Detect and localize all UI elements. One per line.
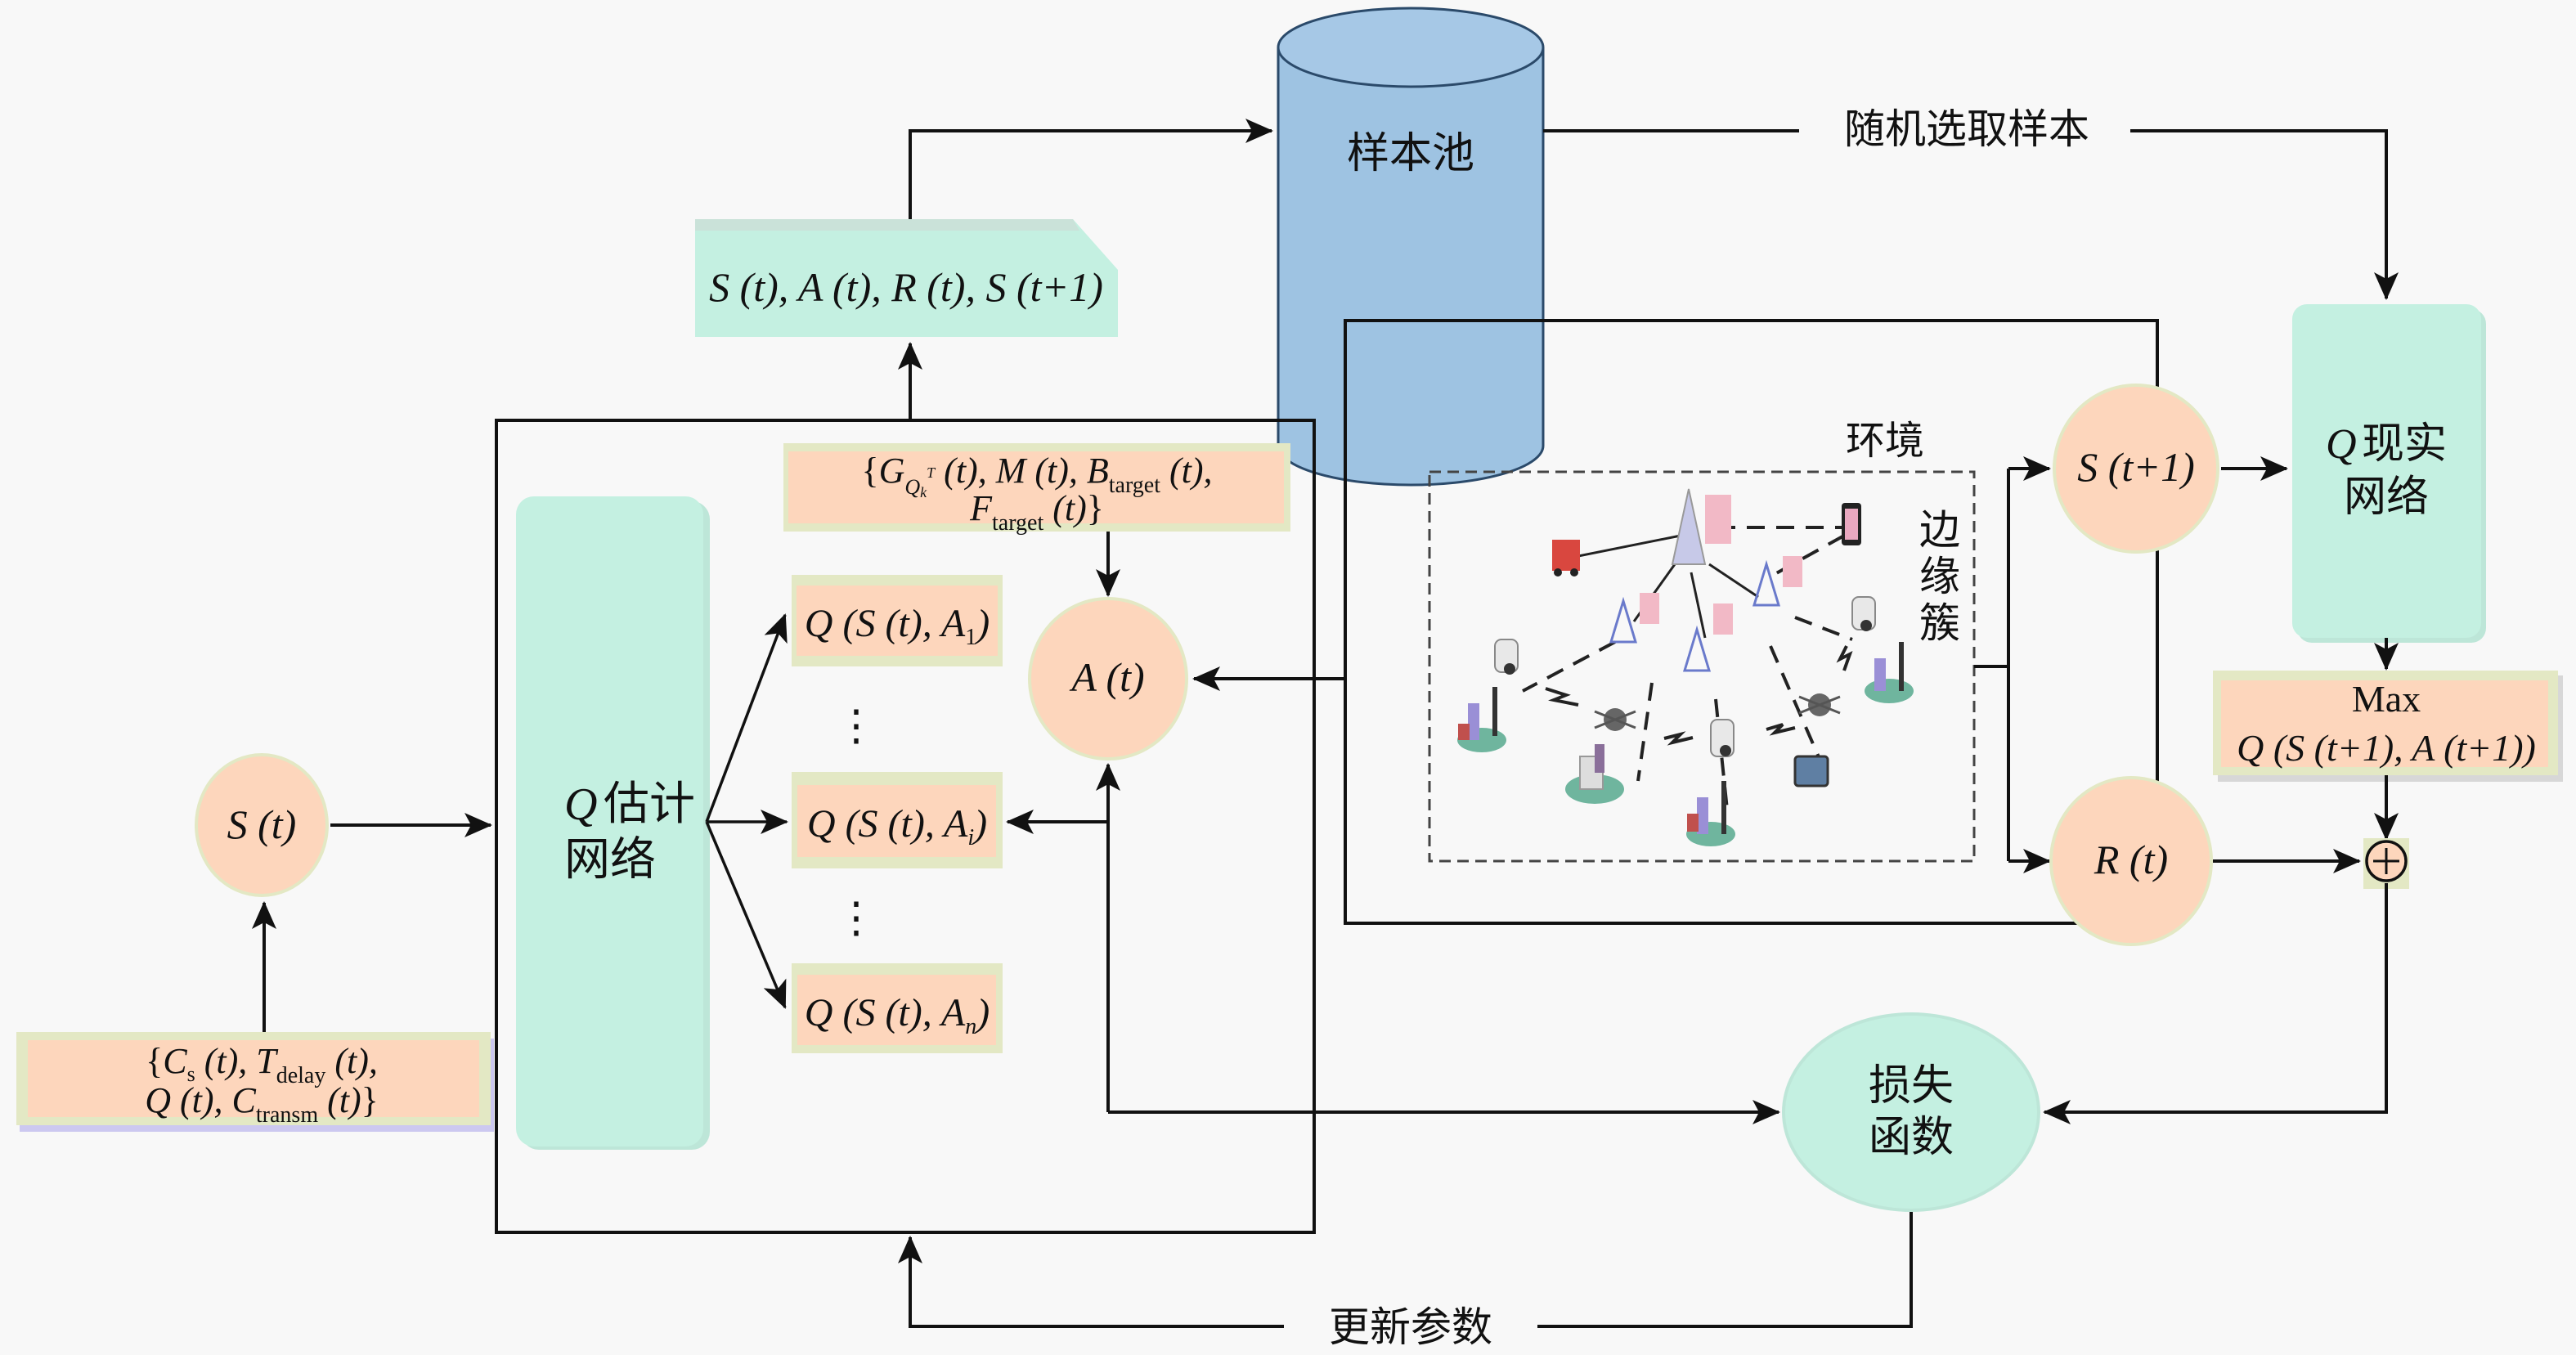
state-node: S (t) (195, 753, 329, 897)
max-q-box: Max Q (S (t+1), A (t+1)) (2213, 671, 2563, 782)
q-target-label-1: 现实 (2362, 420, 2447, 469)
arrow-transition-to-pool (909, 119, 1273, 222)
max-label: Max (2352, 678, 2421, 720)
drone-icon-1 (1594, 708, 1636, 731)
loss-function-node: 损失 函数 (1782, 1012, 2040, 1212)
arrow-qnet-to-qn (705, 821, 787, 1009)
next-state-label: S (t+1) (2077, 444, 2194, 490)
update-params-label: 更新参数 (1329, 1303, 1492, 1351)
next-state-node: S (t+1) (2053, 384, 2219, 554)
state-inputs-line1: {Cs (t), Tdelay (t), (146, 1041, 378, 1088)
ellipsis-1: ⋮ (835, 703, 877, 750)
arrow-sampling-to-q-target (2130, 129, 2399, 300)
q-target-label-2: 网络 (2344, 473, 2429, 522)
action-node: A (t) (1028, 597, 1188, 761)
camera-icon-3 (1710, 719, 1735, 757)
drone-icon-2 (1798, 693, 1841, 716)
reward-label: R (t) (2094, 837, 2168, 882)
wireless-link-icons (1545, 645, 1853, 746)
factory-icon-3 (1686, 781, 1735, 846)
camera-icon-1 (1494, 639, 1519, 675)
q-value-box-n: Q (S (t), An) (792, 963, 1003, 1053)
svg-text:Q (S (t), A1): Q (S (t), A1) (805, 602, 990, 650)
max-q-expression: Q (S (t+1), A (t+1)) (2237, 727, 2536, 769)
industrial-plant-icon (1565, 744, 1624, 804)
q-value-box-1: Q (S (t), A1) (792, 575, 1003, 666)
q-symbol: Q (564, 779, 597, 830)
svg-text:Q (S (t), Ai): Q (S (t), Ai) (807, 802, 987, 850)
environment-frame (1344, 319, 2159, 925)
base-station-icon-1 (1609, 593, 1659, 644)
q-estimate-label-1: 估计 (604, 778, 695, 831)
action-inputs-line2: Ftarget (t)} (969, 488, 1104, 536)
arrow-qnet-to-q1 (705, 613, 788, 823)
q-estimate-frame (495, 419, 1316, 1234)
ellipsis-2: ⋮ (835, 895, 877, 942)
transition-label: S (t), A (t), R (t), S (t+1) (709, 264, 1103, 310)
q-value-box-i: Q (S (t), Ai) (792, 772, 1003, 868)
loss-label-2: 函数 (1869, 1113, 1954, 1162)
action-label: A (t) (1069, 654, 1144, 700)
edge-cluster-label: 边缘簇 (1919, 506, 1960, 647)
fire-truck-icon (1552, 540, 1580, 577)
state-label: S (t) (227, 801, 297, 847)
action-inputs-box: {GQkT (t), M (t), Btarget (t), Ftarget (… (783, 443, 1290, 536)
transition-box: S (t), A (t), R (t), S (t+1) (695, 219, 1118, 337)
sum-operator (2363, 838, 2409, 889)
server-icon (1793, 755, 1829, 787)
action-inputs-line1: {GQkT (t), M (t), Btarget (t), (861, 451, 1212, 500)
factory-icon-1 (1457, 687, 1506, 752)
base-station-icon-2 (1682, 603, 1733, 672)
random-sampling-label: 随机选取样本 (1844, 105, 2089, 153)
factory-icon-2 (1865, 642, 1914, 703)
q-estimate-label-2: 网络 (564, 833, 656, 886)
environment-label: 环境 (1846, 418, 1924, 464)
state-inputs-line2: Q (t), Ctransm (t)} (145, 1080, 379, 1128)
camera-icon-2 (1851, 596, 1876, 631)
sample-pool-label: 样本池 (1347, 129, 1474, 178)
arrow-update-to-frame (898, 1236, 1284, 1328)
main-base-station-icon (1671, 488, 1731, 565)
svg-text:Q: Q (2326, 421, 2357, 468)
base-station-icon-3 (1752, 556, 1802, 607)
arrow-sum-to-loss (2043, 883, 2388, 1124)
reward-node: R (t) (2049, 776, 2213, 946)
state-inputs-box: {Cs (t), Tdelay (t), Q (t), Ctransm (t)} (16, 1032, 494, 1132)
q-estimate-network: Q 估计 网络 (516, 496, 710, 1150)
sample-pool-cylinder: 样本池 (1277, 7, 1545, 487)
q-target-network: Q 现实 网络 (2292, 304, 2486, 643)
smartphone-icon (1842, 503, 1861, 545)
svg-text:Q (S (t), An): Q (S (t), An) (805, 991, 990, 1039)
line-loss-to-update (1537, 1212, 1913, 1328)
loss-label-1: 损失 (1869, 1061, 1954, 1110)
